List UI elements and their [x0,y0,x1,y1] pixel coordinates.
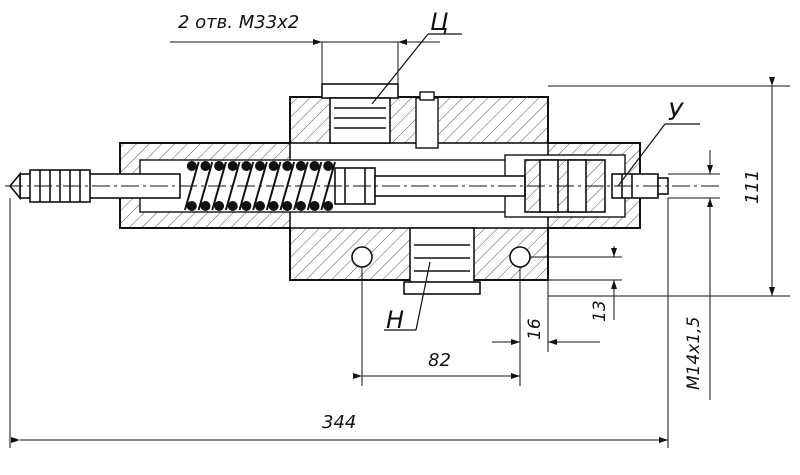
spring-coil-section [268,161,279,171]
spring-coil-section [255,161,265,171]
thread-note: 2 отв. М33х2 [178,12,300,33]
spring-coil-section [323,201,334,211]
dim-offset-16: 16 [525,318,545,340]
spring-coil [306,161,323,211]
mounting-holes [351,246,531,268]
spring-coil-section [200,201,211,211]
spring-coil-section [214,201,225,211]
spring-coil [197,161,214,211]
callout-u-label: У [668,98,683,126]
spring-coil-section [227,161,238,171]
spring-coil-section [309,161,320,171]
dim-thread-side: M14x1,5 [684,316,704,390]
spring-coil-section [295,161,306,171]
spring-coil-section [186,161,197,171]
dim-height: 111 [742,169,763,204]
spring-coil-section [323,161,334,171]
callout-leaders [371,33,700,331]
spring-coil-section [268,201,279,211]
spring-coil-section [295,201,306,211]
spring-coil-section [241,161,252,171]
spring-coil-section [255,201,265,211]
spring-coil [279,161,296,211]
top-fitting [415,91,439,149]
dim-port-spacing: 82 [428,350,451,371]
spring-coil-section [241,201,252,211]
spring [184,161,336,211]
dim-offset-13: 13 [590,300,610,322]
spring-coil-section [200,161,211,171]
spring-coil-section [227,201,238,211]
spring-coil-section [214,161,225,171]
spring-coil-section [186,201,197,211]
callout-n-label: Н [386,306,405,334]
port-n [403,227,481,295]
spring-coil-section [282,201,293,211]
dim-total-length: 344 [322,412,357,433]
dimension-lines [9,39,790,448]
spring-coil-section [282,161,293,171]
port-c [321,83,399,144]
spring-coil-section [309,201,320,211]
callout-c-label: Ц [430,8,449,36]
